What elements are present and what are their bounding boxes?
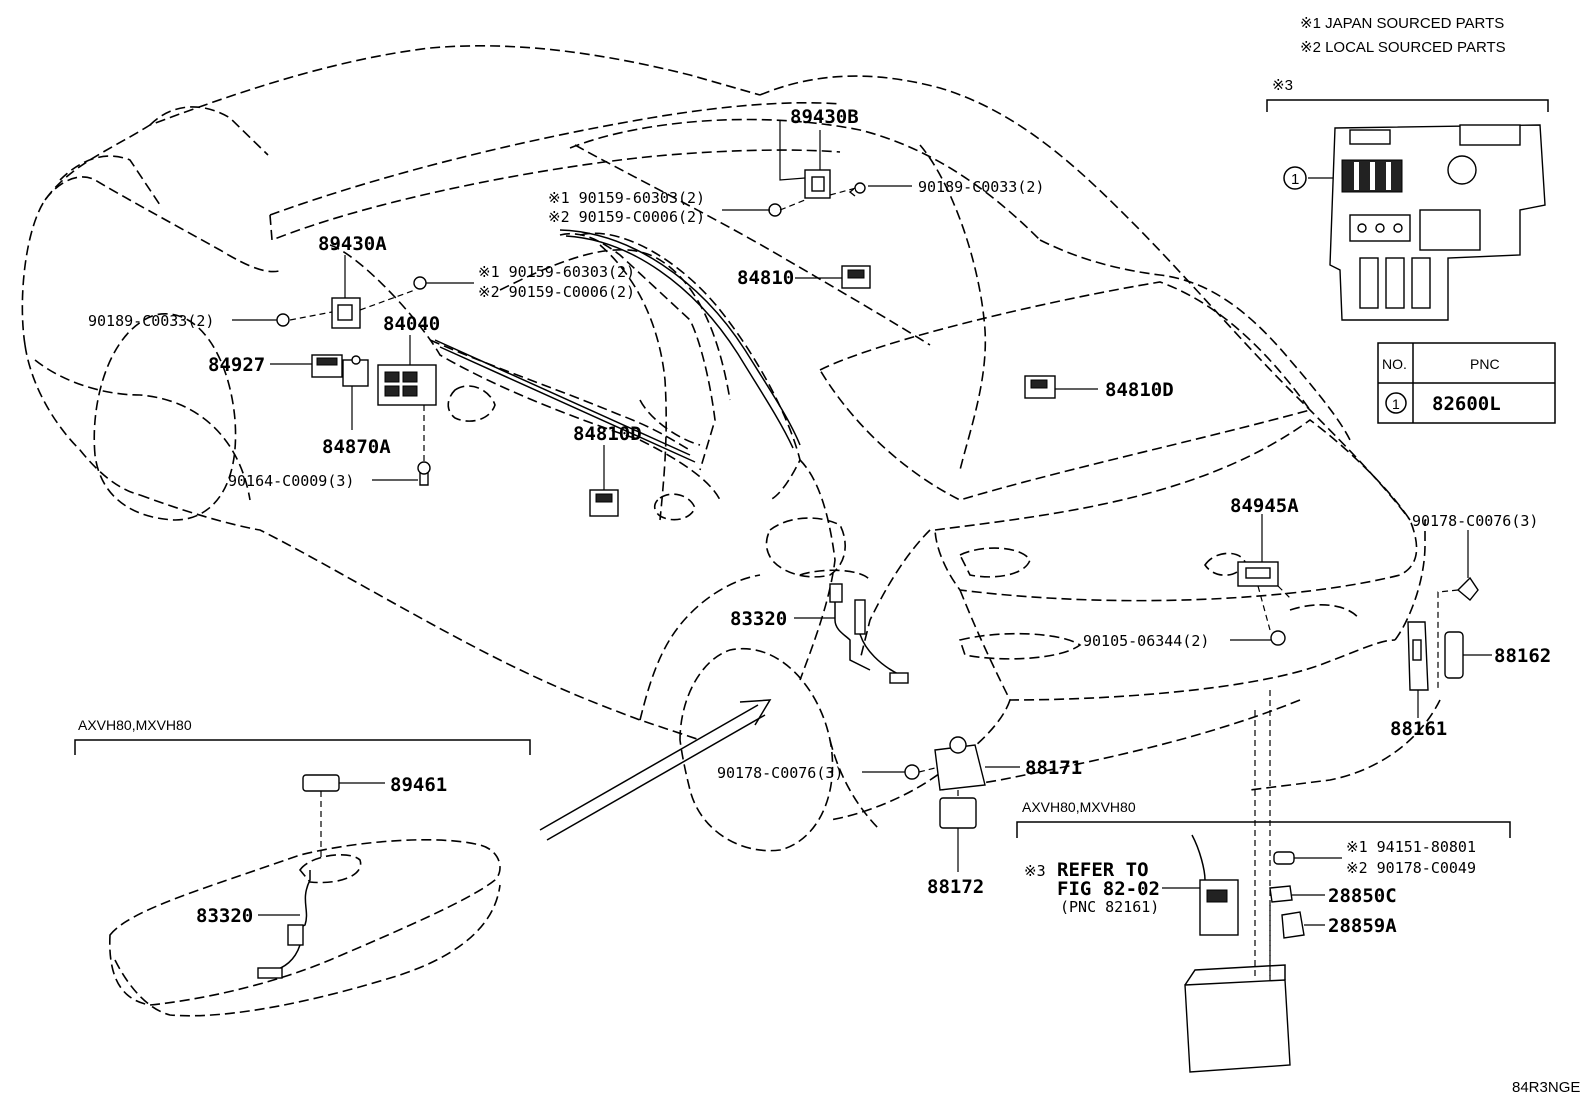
part-glyphs bbox=[276, 169, 1479, 829]
drawing-id: 84R3NGE bbox=[1512, 1079, 1580, 1096]
label-84810: 84810 bbox=[737, 267, 794, 289]
table-header-pnc: PNC bbox=[1470, 356, 1500, 372]
label-battery-fastener-japan: ※1 94151-80801 bbox=[1346, 838, 1476, 856]
table-row-no: 1 bbox=[1392, 396, 1400, 412]
inset-callout-number: 1 bbox=[1291, 171, 1299, 188]
refer-line3: (PNC 82161) bbox=[1060, 898, 1159, 916]
label-clip-lower: 90178-C0076(3) bbox=[717, 764, 843, 782]
fuel-tank-section: AXVH80,MXVH80 bbox=[74, 717, 531, 1017]
label-fastener-top-japan: ※1 90159-60303(2) bbox=[548, 189, 705, 207]
label-84927: 84927 bbox=[208, 354, 265, 376]
label-fastener-mid-japan: ※1 90159-60303(2) bbox=[478, 263, 635, 281]
reference-arrow bbox=[539, 699, 772, 841]
label-88161: 88161 bbox=[1390, 718, 1447, 740]
label-fastener-top-local: ※2 90159-C0006(2) bbox=[548, 208, 705, 226]
label-89430B: 89430B bbox=[790, 106, 859, 128]
note-japan-sourced: ※1 JAPAN SOURCED PARTS bbox=[1300, 15, 1504, 32]
label-89430A: 89430A bbox=[318, 233, 387, 255]
label-88162: 88162 bbox=[1494, 645, 1551, 667]
label-28850C: 28850C bbox=[1328, 885, 1397, 907]
refer-line2: FIG 82-02 bbox=[1057, 878, 1160, 900]
label-bolt: 90164-C0009(3) bbox=[228, 472, 354, 490]
part-labels: 89430B 89430A 84040 84927 84870A 84810 8… bbox=[196, 106, 1551, 937]
label-89461: 89461 bbox=[390, 774, 447, 796]
battery-model-label: AXVH80,MXVH80 bbox=[1022, 799, 1136, 815]
label-84810D-door: 84810D bbox=[573, 423, 642, 445]
battery-section: AXVH80,MXVH80 bbox=[1016, 799, 1511, 1073]
table-header-no: NO. bbox=[1382, 356, 1407, 372]
label-fastener-mid-local: ※2 90159-C0006(2) bbox=[478, 283, 635, 301]
leader-lines bbox=[232, 120, 1492, 990]
refer-mark: ※3 bbox=[1024, 862, 1046, 880]
pnc-table: NO. PNC 1 82600L bbox=[1377, 342, 1556, 424]
label-clip-left: 90189-C0033(2) bbox=[88, 312, 214, 330]
label-88172: 88172 bbox=[927, 876, 984, 898]
label-screw: 90105-06344(2) bbox=[1083, 632, 1209, 650]
window-belt-line bbox=[434, 229, 801, 463]
junction-block-inset: 1 bbox=[1266, 99, 1549, 321]
vehicle-outline bbox=[21, 45, 1441, 852]
fastener-labels: ※1 90159-60303(2) ※2 90159-C0006(2) 9018… bbox=[88, 178, 1538, 877]
label-clip-right: 90178-C0076(3) bbox=[1412, 512, 1538, 530]
fuel-tank-model-label: AXVH80,MXVH80 bbox=[78, 717, 192, 733]
note-local-sourced: ※2 LOCAL SOURCED PARTS bbox=[1300, 39, 1506, 56]
label-83320-body: 83320 bbox=[730, 608, 787, 630]
label-84945A: 84945A bbox=[1230, 495, 1299, 517]
label-84040: 84040 bbox=[383, 313, 440, 335]
refer-note: ※3 REFER TO FIG 82-02 (PNC 82161) bbox=[1024, 859, 1160, 916]
refer-line1: REFER TO bbox=[1057, 859, 1149, 881]
notes: ※1 JAPAN SOURCED PARTS ※2 LOCAL SOURCED … bbox=[1272, 15, 1506, 94]
label-88171: 88171 bbox=[1025, 757, 1082, 779]
label-84810D-rear: 84810D bbox=[1105, 379, 1174, 401]
label-battery-fastener-local: ※2 90178-C0049 bbox=[1346, 859, 1476, 877]
label-84870A: 84870A bbox=[322, 436, 391, 458]
inset-callout-circle bbox=[1283, 166, 1307, 190]
label-clip-top: 90189-C0033(2) bbox=[918, 178, 1044, 196]
label-83320-tank: 83320 bbox=[196, 905, 253, 927]
table-row-pnc: 82600L bbox=[1432, 393, 1501, 415]
note-inset-marker: ※3 bbox=[1272, 77, 1293, 94]
label-28859A: 28859A bbox=[1328, 915, 1397, 937]
